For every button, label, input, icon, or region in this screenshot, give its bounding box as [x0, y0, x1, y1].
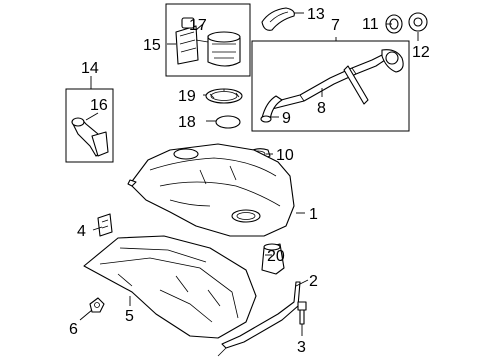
vent-tube-part	[261, 7, 295, 31]
callout-9: 9	[282, 110, 291, 127]
filler-pipe-group-box	[251, 40, 410, 132]
callout-20: 20	[267, 248, 285, 265]
filler-hose	[260, 95, 283, 123]
gasket	[215, 115, 241, 129]
callout-3: 3	[297, 339, 306, 356]
callout-12: 12	[412, 44, 430, 61]
lock-ring	[205, 88, 243, 104]
callout-numbers: 1 2 3 4 5 6 7 8 9 10 11 12 13 14 15 16 1…	[69, 6, 430, 356]
callout-6: 6	[69, 321, 78, 338]
fastener-nut	[89, 297, 105, 313]
callout-10: 10	[276, 147, 294, 164]
callout-4: 4	[77, 223, 86, 240]
callout-7: 7	[331, 17, 340, 34]
tank-bracket	[97, 213, 113, 237]
callout-18: 18	[178, 114, 196, 131]
callout-14: 14	[81, 60, 99, 77]
filler-pipe	[269, 49, 404, 110]
fuel-level-sender	[71, 117, 109, 157]
tank-shield	[83, 235, 257, 339]
fuel-pump-group-box	[165, 3, 251, 77]
callout-8: 8	[317, 100, 326, 117]
sender-group-box	[65, 88, 114, 163]
callout-19: 19	[178, 88, 196, 105]
pump-bracket	[261, 243, 285, 275]
callout-11: 11	[362, 16, 379, 33]
fuel-cap	[385, 14, 403, 34]
fuel-tank	[127, 143, 295, 237]
tank-strap	[217, 281, 301, 357]
filler-door	[408, 12, 428, 32]
callout-2: 2	[309, 273, 318, 290]
callout-17: 17	[189, 17, 207, 34]
callout-1: 1	[309, 206, 318, 223]
leader-lines	[79, 12, 419, 336]
callout-5: 5	[125, 308, 134, 325]
callout-13: 13	[307, 6, 325, 23]
callout-15: 15	[143, 37, 161, 54]
fuel-pump-module	[175, 17, 241, 67]
callout-16: 16	[90, 97, 108, 114]
strap-bolt	[297, 301, 307, 325]
